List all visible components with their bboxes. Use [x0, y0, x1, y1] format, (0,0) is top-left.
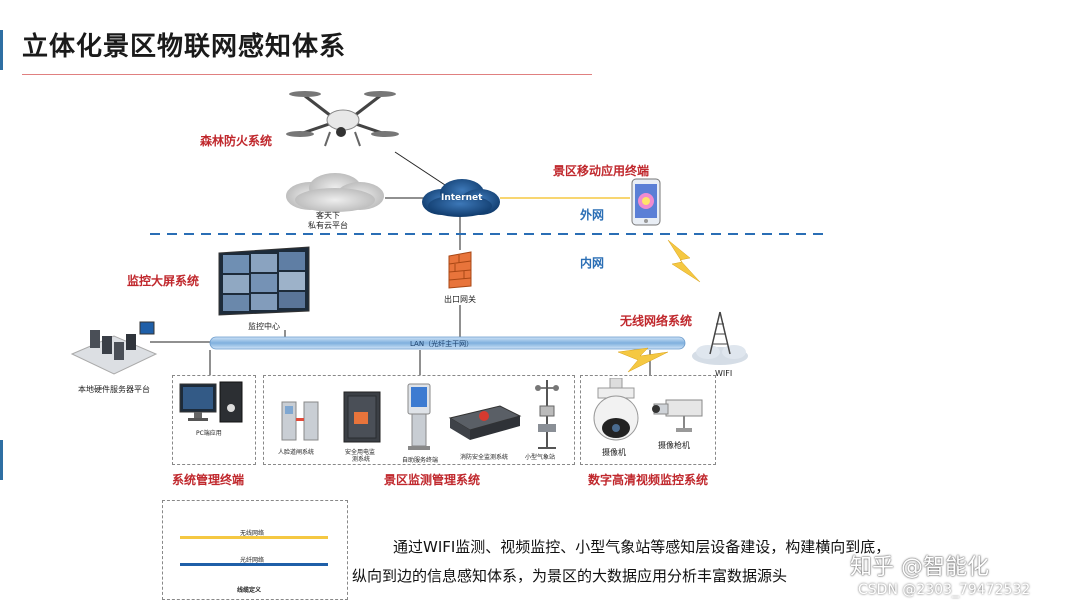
server-rack-icon — [70, 321, 158, 375]
drone-icon — [286, 91, 399, 147]
cloud-label-1: 客天下 — [316, 211, 340, 220]
gateway-label: 出口网关 — [444, 295, 476, 304]
lan-label: LAN（光纤主干网） — [410, 340, 474, 348]
kiosk-label: 自助服务终端 — [402, 457, 439, 464]
box-camera-icon — [652, 399, 703, 432]
internet-label: Internet — [441, 193, 483, 203]
zhihu-watermark: 知乎 @智能化 — [850, 555, 989, 580]
pc-icon — [179, 381, 243, 423]
video-wall-icon — [218, 246, 310, 316]
system-terminal-label: 系统管理终端 — [172, 473, 245, 487]
legend-wireless-line — [180, 536, 328, 539]
description-line-1: 通过WIFI监测、视频监控、小型气象站等感知层设备建设，构建横向到底， — [393, 538, 891, 556]
wireless-tower-icon — [692, 311, 748, 365]
pc-app-label: PC端应用 — [196, 430, 222, 437]
system-terminal-box — [172, 375, 256, 465]
video-system-label: 数字高清视频监控系统 — [588, 473, 709, 487]
wifi-label: WIFI — [715, 369, 733, 378]
legend-title: 线缆定义 — [237, 587, 262, 594]
smartphone-icon — [631, 178, 661, 226]
forest-fire-label: 森林防火系统 — [200, 134, 273, 148]
video-system-box — [580, 375, 716, 465]
page-title: 立体化景区物联网感知体系 — [22, 32, 347, 62]
left-edge-accent-top — [0, 30, 3, 70]
weather-label: 小型气象站 — [525, 454, 556, 461]
scenic-monitor-label: 景区监测管理系统 — [384, 473, 481, 487]
scenic-monitor-box — [263, 375, 575, 465]
csdn-watermark: CSDN @2303_79472532 — [858, 582, 1031, 598]
legend-fiber-line — [180, 563, 328, 566]
legend-fiber-label: 光纤网络 — [240, 557, 265, 564]
monitor-center-label: 监控中心 — [248, 322, 280, 331]
left-edge-accent-bottom — [0, 440, 3, 480]
dome-camera-icon — [593, 378, 639, 441]
fire-monitor-device-icon — [448, 405, 522, 440]
legend-wireless-label: 无线网络 — [240, 530, 265, 537]
power-system-label-1: 安全用电监 — [345, 449, 376, 456]
weather-station-icon — [535, 380, 559, 449]
description-line-2: 纵向到边的信息感知体系，为景区的大数据应用分析丰富数据源头 — [352, 567, 788, 585]
box-camera-label: 摄像枪机 — [658, 441, 690, 450]
dome-camera-label: 摄像机 — [602, 448, 626, 457]
mobile-terminal-label: 景区移动应用终端 — [553, 164, 650, 178]
power-cabinet-icon — [343, 391, 381, 443]
gate-system-label: 人脸道闸系统 — [278, 449, 315, 456]
inner-net-label: 内网 — [580, 256, 605, 270]
cloud-label-2: 私有云平台 — [308, 221, 348, 230]
cable-legend — [162, 500, 348, 600]
title-underline — [22, 74, 592, 75]
fire-monitor-label: 消防安全监测系统 — [460, 454, 509, 461]
local-server-label: 本地硬件服务器平台 — [78, 385, 150, 394]
firewall-icon — [448, 251, 472, 289]
internet-cloud-icon — [422, 179, 500, 217]
turnstile-icon — [281, 401, 319, 441]
monitor-wall-label: 监控大屏系统 — [127, 274, 200, 288]
outer-net-label: 外网 — [580, 208, 605, 222]
kiosk-icon — [407, 383, 431, 450]
wireless-system-label: 无线网络系统 — [620, 314, 693, 328]
cloud-icon — [286, 173, 384, 212]
power-system-label-2: 测系统 — [352, 456, 371, 463]
